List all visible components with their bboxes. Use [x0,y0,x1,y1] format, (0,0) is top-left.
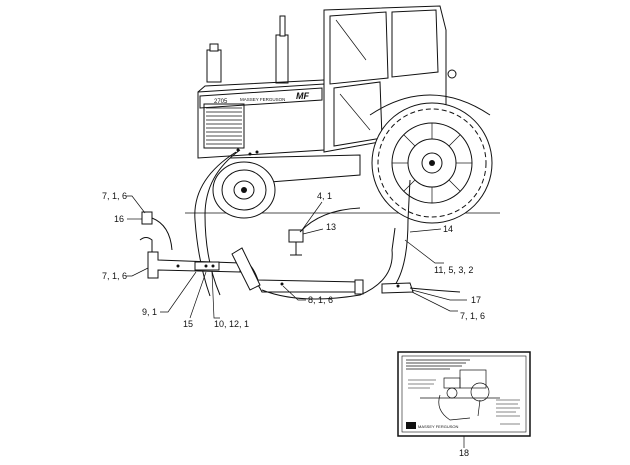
rear-wheel [371,102,493,224]
callout-labels: 7, 1, 6 16 7, 1, 6 9, 1 15 10, 12, 1 4, … [102,191,485,458]
callout-4-1: 4, 1 [317,191,332,201]
tractor-illustration: 2705 MASSEY FERGUSON MF [197,5,493,224]
callout-18: 18 [459,448,469,458]
air-intake [206,49,222,83]
callout-9-1: 9, 1 [142,307,157,317]
decal-thumbnail: MASSEY FERGUSON [397,351,531,437]
connector-17 [381,282,414,294]
hood-brand-text: MASSEY FERGUSON [240,97,285,102]
front-wheel [212,161,276,219]
rear-fender [369,94,491,116]
cab-front-window [329,11,389,85]
callout-16: 16 [114,214,124,224]
hitch-bracket [147,251,241,279]
callout-7-1-6-mid: 7, 1, 6 [102,271,127,281]
drawbar [239,261,361,283]
leader-lines [126,195,467,448]
callout-7-1-6-right: 7, 1, 6 [460,311,485,321]
decal-brand: MASSEY FERGUSON [418,424,458,429]
mount-plate [231,247,261,291]
callout-13: 13 [326,222,336,232]
component-16 [141,211,153,225]
component-13 [288,229,304,243]
tractor-grille [203,103,245,149]
cab-side-window [391,9,439,78]
callout-8-1-6: 8, 1, 6 [308,295,333,305]
harness-loom-left [204,149,241,296]
callout-15: 15 [183,319,193,329]
callout-10-12-1: 10, 12, 1 [214,319,249,329]
callout-17: 17 [471,295,481,305]
wiring-harness [139,148,461,300]
harness-clips [176,148,400,288]
hood-logo: MF [296,91,309,101]
exhaust-stack [275,34,289,84]
hood-model-number: 2705 [214,99,228,105]
callout-11-5-3-2: 11, 5, 3, 2 [434,265,473,275]
harness-loom-right [394,179,411,286]
side-mirror [447,69,457,79]
callout-14: 14 [443,224,453,234]
decal-logo [406,422,416,429]
callout-7-1-6-top: 7, 1, 6 [102,191,127,201]
